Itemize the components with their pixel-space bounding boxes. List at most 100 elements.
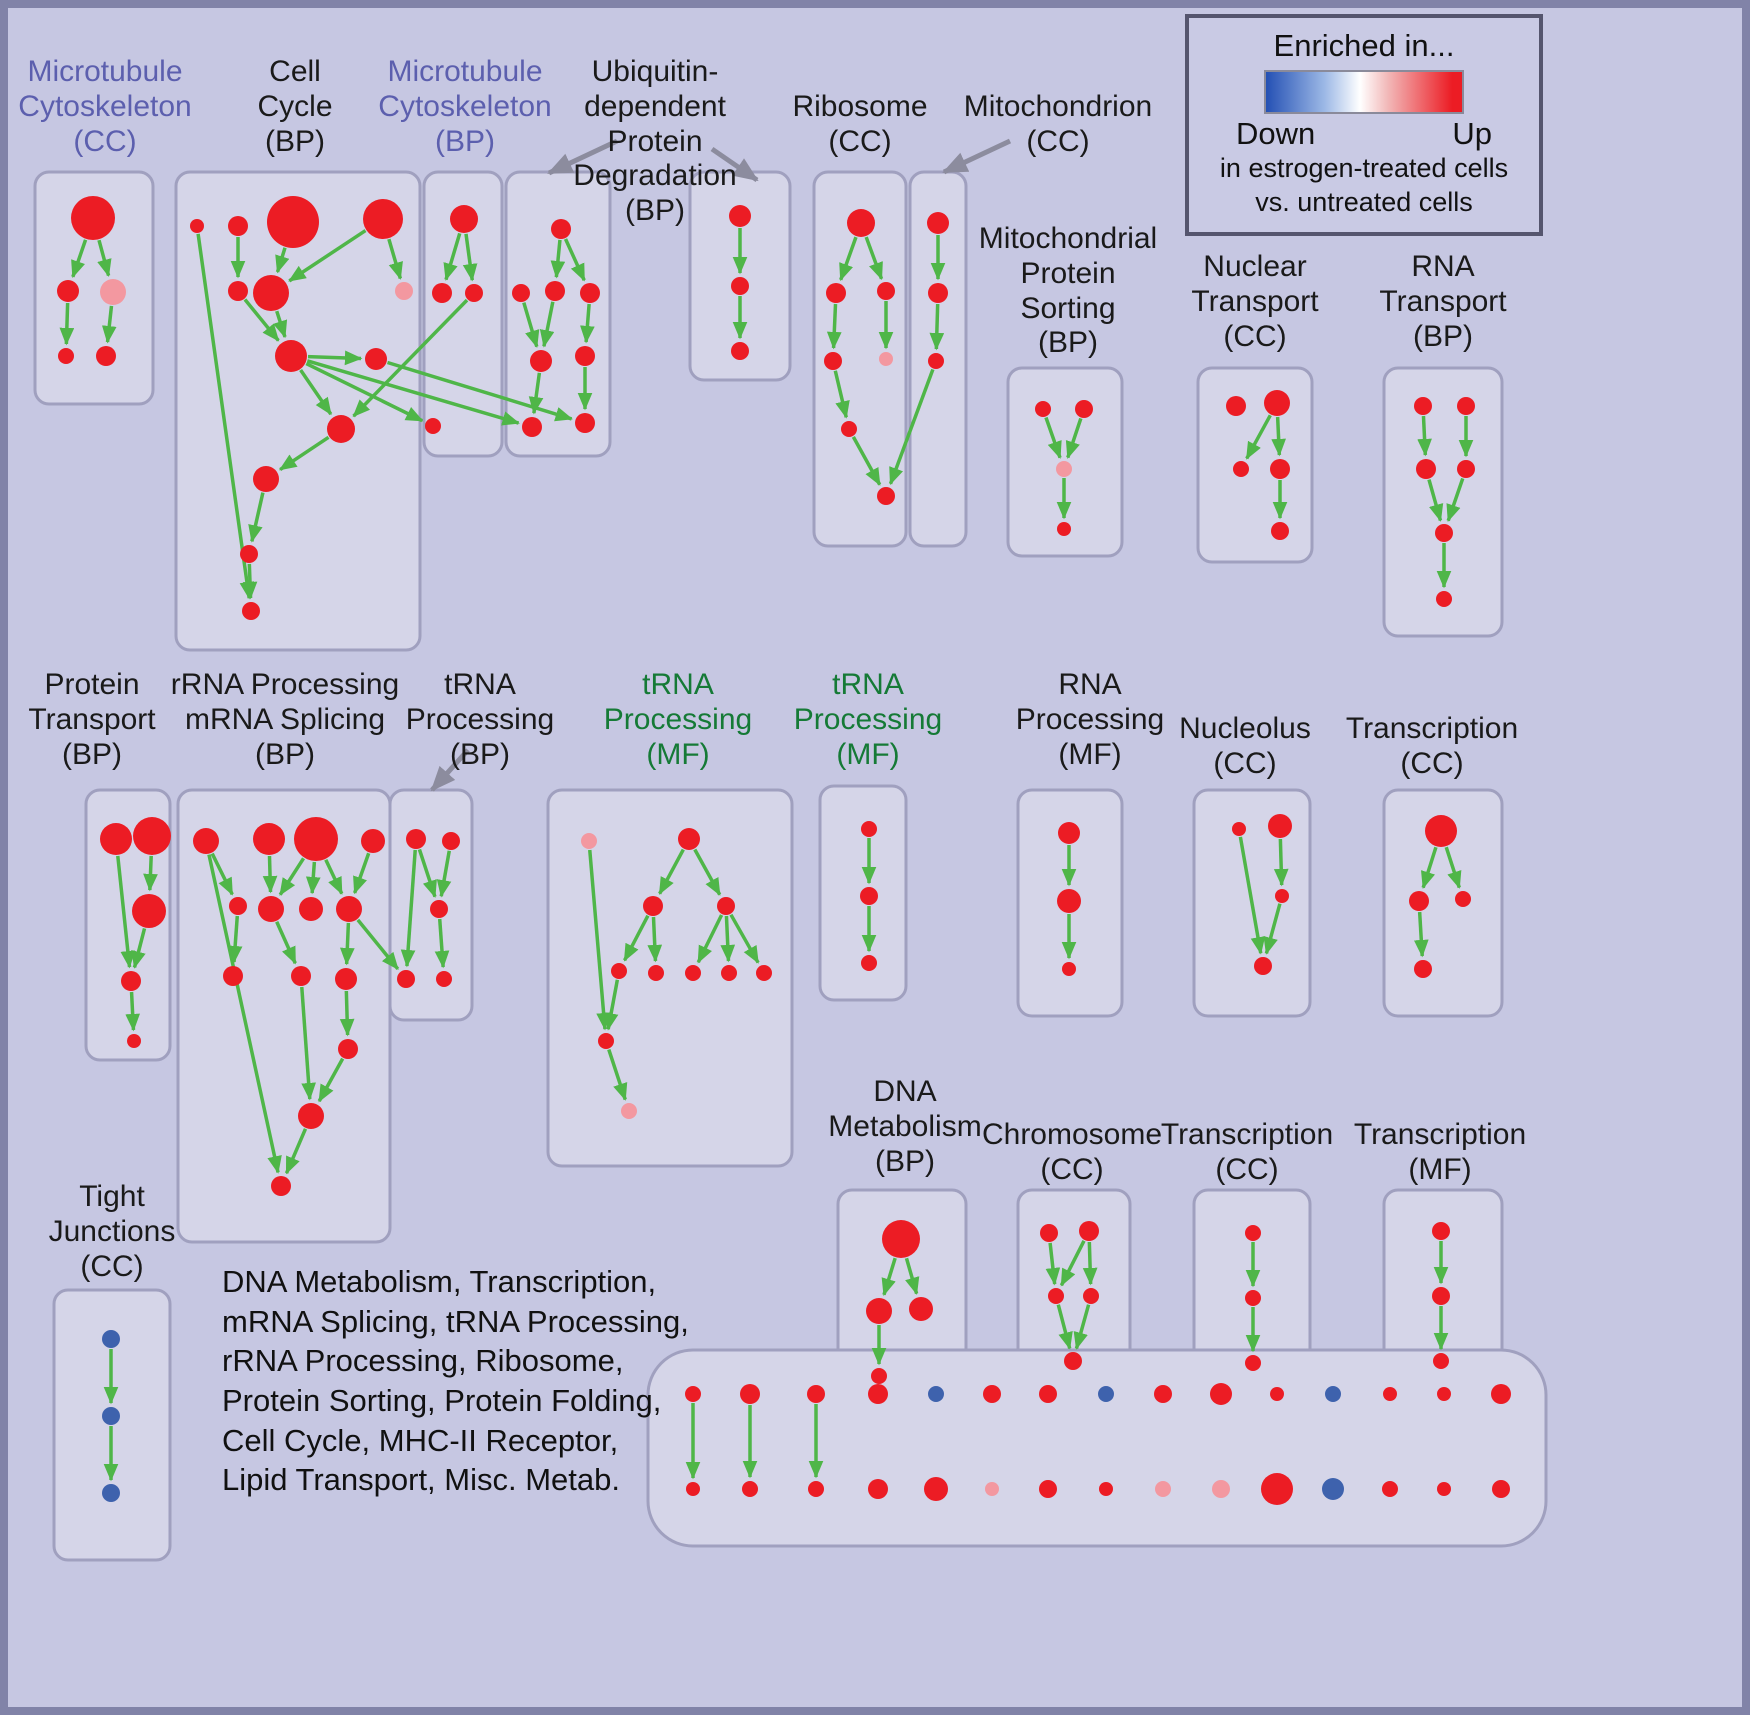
go-term-node <box>1083 1288 1099 1304</box>
go-term-node <box>242 602 260 620</box>
edge-arrow <box>1427 479 1444 522</box>
edge-arrow <box>131 927 147 969</box>
go-term-node <box>228 216 248 236</box>
go-term-node <box>740 1384 760 1404</box>
edge-arrow <box>101 305 117 344</box>
go-term-node <box>530 350 552 372</box>
label-pointer-arrow <box>710 146 759 183</box>
go-term-node <box>1492 1480 1510 1498</box>
go-term-node <box>1491 1384 1511 1404</box>
go-term-node <box>1409 891 1429 911</box>
go-term-node <box>338 1039 358 1059</box>
edge-arrow <box>1245 414 1272 460</box>
edge-arrow <box>227 915 243 964</box>
go-term-node <box>1268 814 1292 838</box>
go-term-node <box>57 280 79 302</box>
cluster-box-tight-junctions <box>52 1288 172 1562</box>
go-term-node <box>1425 815 1457 847</box>
go-term-node <box>648 965 664 981</box>
go-term-node <box>868 1479 888 1499</box>
edge-arrow <box>275 921 297 965</box>
edge-arrow <box>1065 417 1083 459</box>
edge-arrow <box>881 1257 897 1297</box>
legend-scale-labels: Down Up <box>1236 116 1492 152</box>
legend-subtitle-line1: in estrogen-treated cells <box>1219 153 1509 183</box>
go-term-node <box>267 196 319 248</box>
go-term-node <box>621 1103 637 1119</box>
edge-arrow <box>720 915 736 963</box>
edge-arrow <box>273 310 288 339</box>
go-term-node <box>512 284 530 302</box>
edge-arrow <box>243 298 280 342</box>
go-term-node <box>1383 1387 1397 1401</box>
go-term-node <box>847 209 875 237</box>
edge-arrow <box>1444 846 1462 889</box>
go-term-node <box>1457 460 1475 478</box>
edge-arrow <box>1446 477 1465 523</box>
go-term-node <box>58 348 74 364</box>
edge-arrow <box>207 854 282 1174</box>
go-term-node <box>71 196 115 240</box>
go-term-node <box>1271 522 1289 540</box>
go-term-node <box>1414 397 1432 415</box>
go-term-node <box>928 1386 944 1402</box>
go-term-node <box>729 205 751 227</box>
go-term-node <box>841 421 857 437</box>
go-term-node <box>807 1385 825 1403</box>
go-term-node <box>1264 390 1290 416</box>
go-term-node <box>868 1384 888 1404</box>
legend-subtitle-line2: vs. untreated cells <box>1255 186 1473 217</box>
go-term-node <box>861 955 877 971</box>
go-term-node <box>575 413 595 433</box>
go-term-node <box>717 897 735 915</box>
edge-arrow <box>1059 1240 1086 1287</box>
go-term-node <box>436 971 452 987</box>
go-term-node <box>1435 524 1453 542</box>
go-term-node <box>190 219 204 233</box>
label-pointer-arrow <box>942 138 1012 175</box>
edge-arrow <box>607 1049 628 1101</box>
go-term-node <box>1382 1481 1398 1497</box>
go-term-node <box>133 817 171 855</box>
go-term-node <box>551 219 571 239</box>
go-term-node <box>1039 1385 1057 1403</box>
edge-arrow <box>386 360 573 422</box>
legend-box: Enriched in... Down Up in estrogen-treat… <box>1185 14 1543 236</box>
edge-arrow <box>580 303 595 344</box>
go-term-node <box>432 283 452 303</box>
go-term-node <box>866 1298 892 1324</box>
go-term-node <box>96 346 116 366</box>
go-term-node <box>928 353 944 369</box>
edge-arrow <box>443 232 462 281</box>
go-term-node <box>1275 889 1289 903</box>
go-term-node <box>826 283 846 303</box>
go-term-node <box>909 1297 933 1321</box>
go-term-node <box>121 971 141 991</box>
edge-arrow <box>143 855 158 892</box>
edge-arrow <box>647 916 663 963</box>
go-term-node <box>229 897 247 915</box>
go-term-node <box>824 352 842 370</box>
go-term-node <box>406 829 426 849</box>
go-term-node <box>397 970 415 988</box>
go-term-node <box>580 283 600 303</box>
edge-arrow <box>299 369 333 416</box>
legend-up-label: Up <box>1452 116 1492 151</box>
go-term-node <box>678 828 700 850</box>
go-term-node <box>1079 1221 1099 1241</box>
network-nodes <box>57 196 1511 1505</box>
go-term-node <box>581 833 597 849</box>
edge-arrow <box>116 855 136 969</box>
go-term-node <box>240 545 258 563</box>
go-term-node <box>1457 397 1475 415</box>
go-term-node <box>275 340 307 372</box>
go-term-node <box>871 1368 887 1384</box>
go-term-node <box>361 829 385 853</box>
go-term-node <box>1075 400 1093 418</box>
go-term-node <box>363 199 403 239</box>
go-term-node <box>1322 1478 1344 1500</box>
go-term-node <box>1254 957 1272 975</box>
edge-arrow <box>729 913 760 964</box>
